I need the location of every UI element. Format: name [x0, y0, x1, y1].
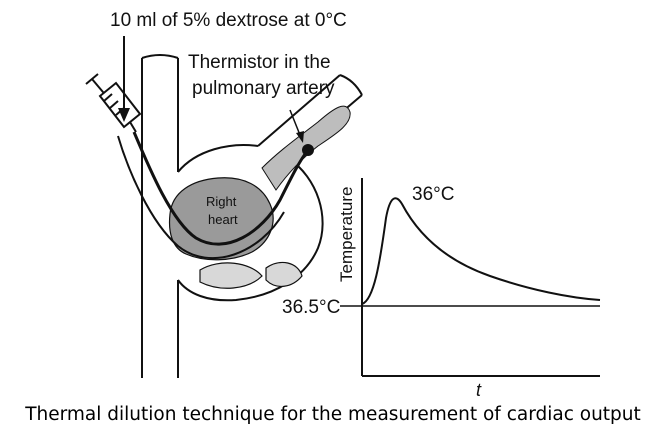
thermistor-label-line2: pulmonary artery [192, 78, 335, 99]
injection-label: 10 ml of 5% dextrose at 0°C [110, 10, 347, 31]
thermistor-label-line1: Thermistor in the [188, 52, 331, 73]
baseline-label: 36.5°C [282, 297, 340, 318]
y-axis-label: Temperature [337, 187, 356, 282]
thermistor-arrow [289, 109, 304, 143]
x-axis-label: t [476, 380, 482, 400]
injection-arrow [118, 36, 130, 122]
vena-cava [141, 54, 179, 378]
catheter [132, 131, 310, 246]
figure-caption: Thermal dilution technique for the measu… [25, 404, 641, 425]
right-heart-label-line1: Right [206, 194, 237, 209]
dilution-curve [361, 197, 601, 305]
syringe-icon [85, 73, 142, 133]
right-heart-label-line2: heart [208, 212, 238, 227]
thermistor-dot [302, 144, 314, 156]
catheter-outer [117, 135, 285, 260]
peak-label: 36°C [412, 184, 454, 205]
temperature-graph: Temperature 36°C 36.5°C t [282, 178, 601, 400]
heart-chamber [177, 144, 324, 302]
